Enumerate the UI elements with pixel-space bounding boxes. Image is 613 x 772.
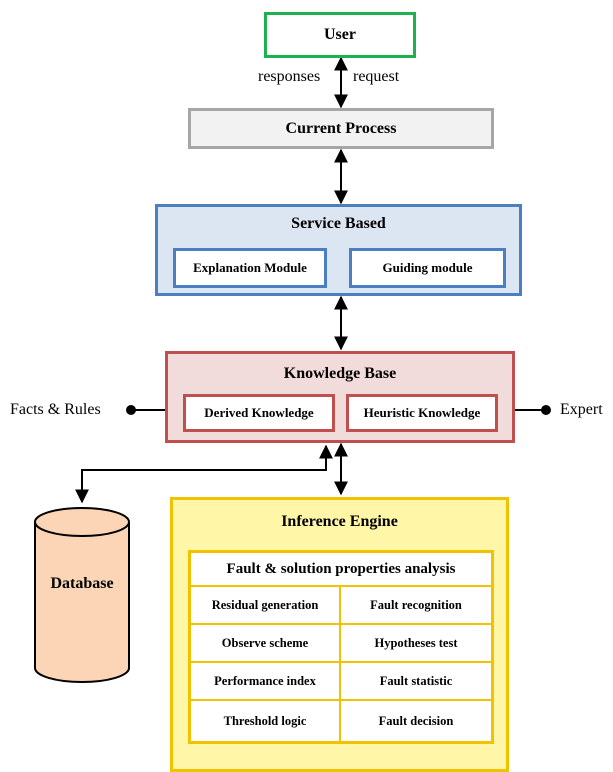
current-process-label: Current Process — [285, 119, 397, 137]
inference-engine-box: Inference Engine Fault & solution proper… — [170, 497, 509, 772]
explanation-module-label: Explanation Module — [193, 260, 307, 275]
heuristic-knowledge-label: Heuristic Knowledge — [363, 405, 481, 420]
responses-label: responses — [258, 68, 321, 85]
table-cell: Fault decision — [378, 713, 454, 728]
service-based-title: Service Based — [291, 215, 386, 232]
table-row: Performance index Fault statistic — [191, 663, 491, 701]
table-cell: Threshold logic — [191, 701, 341, 741]
facts-rules-label: Facts & Rules — [10, 401, 101, 418]
analysis-table: Fault & solution properties analysis Res… — [188, 550, 494, 744]
table-cell: Performance index — [191, 663, 341, 699]
table-cell: Hypotheses test — [374, 635, 458, 650]
explanation-module-box: Explanation Module — [173, 248, 327, 288]
database-label: Database — [50, 575, 114, 592]
guiding-module-box: Guiding module — [349, 248, 506, 288]
database-cylinder — [34, 507, 130, 683]
heuristic-knowledge-box: Heuristic Knowledge — [346, 394, 498, 432]
table-row: Residual generation Fault recognition — [191, 587, 491, 625]
table-cell: Fault recognition — [370, 597, 462, 612]
table-cell: Residual generation — [191, 587, 341, 623]
guiding-module-label: Guiding module — [382, 260, 473, 275]
knowledge-base-title: Knowledge Base — [283, 365, 397, 382]
user-box: User — [264, 12, 416, 58]
analysis-table-title: Fault & solution properties analysis — [191, 553, 491, 587]
derived-knowledge-box: Derived Knowledge — [183, 394, 335, 432]
knowledge-base-box: Knowledge Base Derived Knowledge Heurist… — [165, 351, 515, 443]
expert-label: Expert — [560, 401, 603, 418]
user-label: User — [324, 26, 356, 43]
table-cell: Fault statistic — [379, 673, 453, 688]
table-row: Threshold logic Fault decision — [191, 701, 491, 741]
derived-knowledge-label: Derived Knowledge — [204, 405, 314, 420]
service-based-box: Service Based Explanation Module Guiding… — [155, 204, 522, 296]
arrow-knowledge-database — [75, 454, 327, 504]
table-row: Observe scheme Hypotheses test — [191, 625, 491, 663]
request-label: request — [353, 68, 400, 85]
inference-engine-title: Inference Engine — [281, 513, 398, 530]
table-cell: Observe scheme — [191, 625, 341, 661]
current-process-box: Current Process — [188, 108, 494, 149]
